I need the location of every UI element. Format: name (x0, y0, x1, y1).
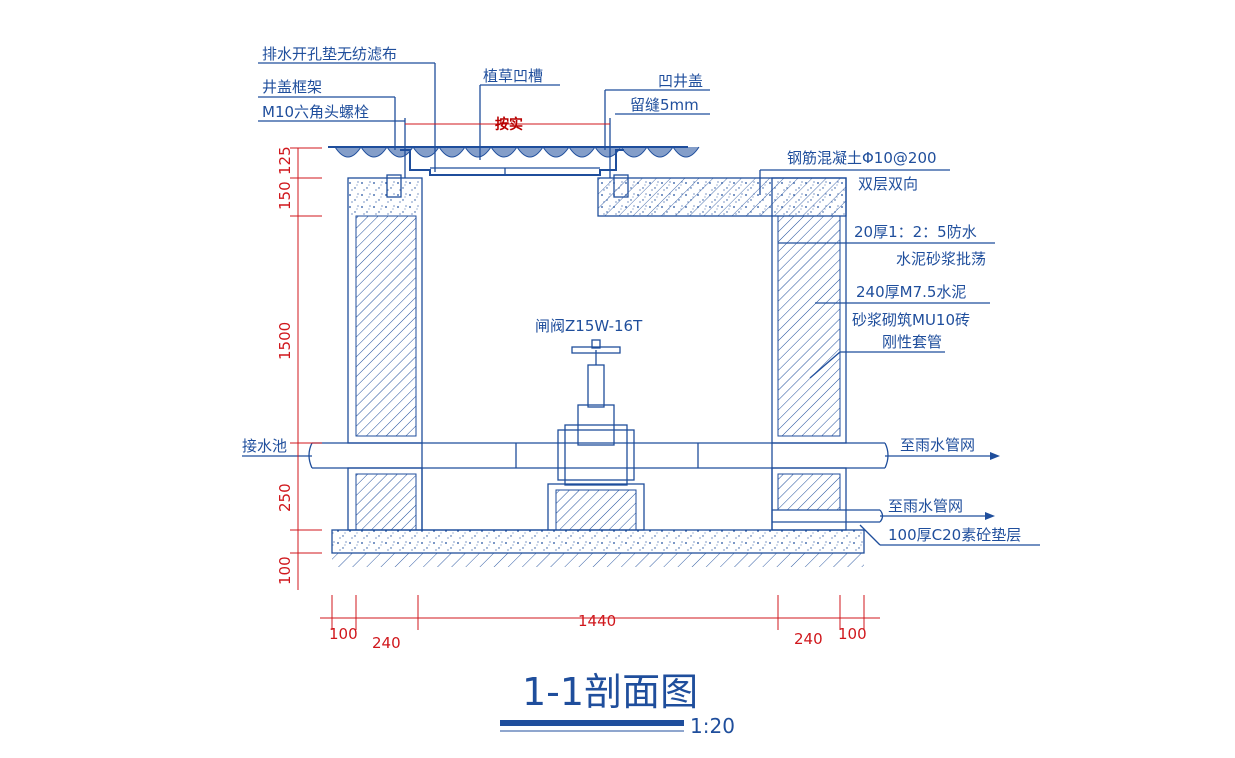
grass-surface (328, 146, 700, 158)
dim-v-150: 150 (276, 181, 294, 210)
label-masonry-2: 砂浆砌筑MU10砖 (852, 311, 970, 329)
gate-valve (557, 339, 635, 486)
left-wall (347, 177, 423, 531)
top-slab (597, 177, 847, 217)
dim-v-1500: 1500 (276, 322, 294, 360)
label-outlet-1: 至雨水管网 (900, 436, 975, 454)
label-cover: 凹井盖 (658, 72, 703, 90)
leaders (242, 62, 1040, 546)
title-underline (500, 720, 684, 726)
dim-v-100: 100 (276, 556, 294, 585)
label-slab-2: 双层双向 (858, 175, 918, 193)
label-cushion: 100厚C20素砼垫层 (888, 526, 1021, 544)
label-plaster-1: 20厚1：2：5防水 (854, 223, 977, 241)
right-wall (771, 177, 847, 531)
label-geotextile: 排水开孔垫无纺滤布 (262, 45, 397, 63)
label-gap: 留缝5mm (630, 96, 699, 114)
label-plaster-2: 水泥砂浆批荡 (896, 250, 986, 268)
chamber-floor (421, 443, 773, 531)
label-outlet-2: 至雨水管网 (888, 497, 963, 515)
manhole-cover (386, 118, 629, 198)
dim-h-240-right: 240 (794, 630, 823, 648)
label-press: 按实 (495, 116, 523, 133)
dim-h-100-right: 100 (838, 625, 867, 643)
dim-v-125: 125 (276, 146, 294, 175)
dim-h-240-left: 240 (372, 634, 401, 652)
drawing-title: 1-1剖面图 (522, 670, 698, 714)
dim-v-250: 250 (276, 483, 294, 512)
flow-arrows (880, 452, 1000, 520)
label-frame: 井盖框架 (262, 78, 322, 96)
horizontal-dimensions (320, 595, 880, 630)
label-masonry-3: 刚性套管 (882, 333, 942, 351)
dim-h-1440: 1440 (578, 612, 616, 630)
label-masonry-1: 240厚M7.5水泥 (856, 283, 966, 301)
dim-h-100-left: 100 (329, 625, 358, 643)
label-bolt: M10六角头螺栓 (262, 103, 369, 121)
label-grass-groove: 植草凹槽 (483, 67, 543, 85)
cushion-layer (331, 529, 865, 567)
vertical-dimensions (290, 147, 322, 590)
label-inlet: 接水池 (242, 437, 287, 455)
pipe-main (308, 442, 889, 469)
label-slab-1: 钢筋混凝土Φ10@200 (787, 149, 937, 167)
pipe-lower (772, 509, 884, 523)
label-valve: 闸阀Z15W-16T (535, 317, 643, 335)
drawing-scale: 1:20 (690, 714, 735, 738)
